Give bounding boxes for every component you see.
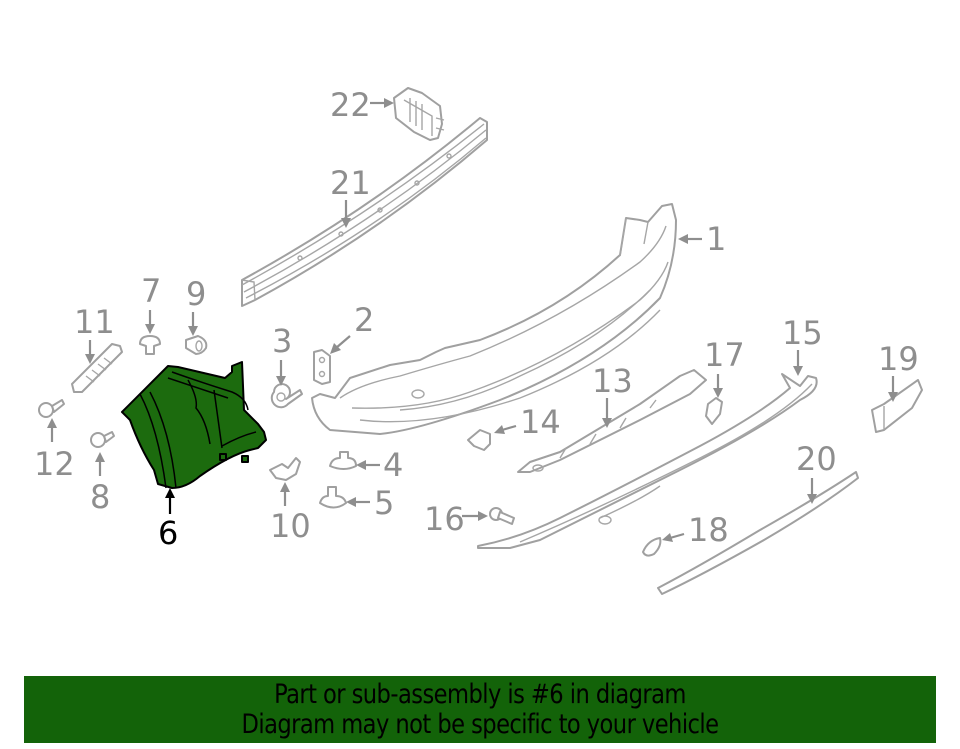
callout-4[interactable]: 4 xyxy=(356,446,403,484)
callout-16[interactable]: 16 xyxy=(424,500,488,538)
part-20-trim-molding[interactable] xyxy=(657,471,859,595)
callout-6[interactable]: 6 xyxy=(158,488,178,552)
callout-10[interactable]: 10 xyxy=(270,482,311,545)
callout-18[interactable]: 18 xyxy=(662,511,729,549)
svg-text:22: 22 xyxy=(330,86,371,124)
callout-17[interactable]: 17 xyxy=(704,336,745,398)
part-6-end-cap-highlighted[interactable] xyxy=(121,361,267,489)
part-22-absorber-bracket[interactable] xyxy=(393,87,445,141)
banner-line-1: Part or sub-assembly is #6 in diagram xyxy=(274,679,686,710)
callout-20[interactable]: 20 xyxy=(796,440,837,504)
svg-text:20: 20 xyxy=(796,440,837,478)
callout-7[interactable]: 7 xyxy=(141,272,161,334)
svg-text:1: 1 xyxy=(706,220,726,258)
svg-text:2: 2 xyxy=(354,301,374,339)
part-18-tow-hook-cover[interactable] xyxy=(642,537,662,557)
callout-12[interactable]: 12 xyxy=(34,418,75,483)
part-9-grommet[interactable] xyxy=(185,335,208,355)
callout-3[interactable]: 3 xyxy=(272,322,292,386)
svg-text:19: 19 xyxy=(878,340,919,378)
callout-13[interactable]: 13 xyxy=(592,362,633,428)
part-7-clip[interactable] xyxy=(139,335,161,355)
svg-text:5: 5 xyxy=(374,484,394,522)
callout-8[interactable]: 8 xyxy=(90,452,110,516)
callout-14[interactable]: 14 xyxy=(494,403,561,441)
banner-line-2: Diagram may not be specific to your vehi… xyxy=(241,709,720,740)
svg-text:6: 6 xyxy=(158,514,178,552)
svg-text:13: 13 xyxy=(592,362,633,400)
svg-text:21: 21 xyxy=(330,164,371,202)
parts-diagram: 22 21 1 2 xyxy=(34,86,923,595)
part-10-bracket-clip[interactable] xyxy=(269,457,301,481)
callout-22[interactable]: 22 xyxy=(330,86,394,124)
part-8-screw[interactable] xyxy=(90,431,115,448)
svg-text:3: 3 xyxy=(272,322,292,360)
part-4-nut[interactable] xyxy=(329,451,357,470)
part-2-bracket[interactable] xyxy=(313,349,331,385)
part-13-reinforcement[interactable] xyxy=(517,369,707,473)
part-5-stud-nut[interactable] xyxy=(319,486,347,509)
callout-1[interactable]: 1 xyxy=(678,220,726,258)
part-15-lower-valance[interactable] xyxy=(477,373,818,549)
svg-text:10: 10 xyxy=(270,507,311,545)
callout-21[interactable]: 21 xyxy=(330,164,371,228)
callout-15[interactable]: 15 xyxy=(782,314,823,376)
svg-text:12: 12 xyxy=(34,445,75,483)
part-12-screw[interactable] xyxy=(38,399,65,418)
part-17-clip[interactable] xyxy=(705,397,723,425)
part-3-bolt[interactable] xyxy=(270,383,303,409)
part-16-bolt[interactable] xyxy=(489,507,515,525)
callout-19[interactable]: 19 xyxy=(878,340,919,402)
part-11-retainer[interactable] xyxy=(71,343,123,393)
svg-text:18: 18 xyxy=(688,511,729,549)
svg-text:17: 17 xyxy=(704,336,745,374)
part-21-impact-bar[interactable] xyxy=(241,117,488,307)
svg-text:16: 16 xyxy=(424,500,465,538)
svg-text:14: 14 xyxy=(520,403,561,441)
callout-2[interactable]: 2 xyxy=(330,301,374,354)
part-1-bumper-cover[interactable] xyxy=(311,203,677,435)
part-19-reflector[interactable] xyxy=(871,379,923,433)
svg-text:9: 9 xyxy=(186,275,206,313)
callout-9[interactable]: 9 xyxy=(186,275,206,336)
callout-11[interactable]: 11 xyxy=(74,303,115,364)
svg-text:11: 11 xyxy=(74,303,115,341)
part-14-clip[interactable] xyxy=(467,429,491,451)
svg-text:15: 15 xyxy=(782,314,823,352)
callout-5[interactable]: 5 xyxy=(346,484,394,522)
svg-text:4: 4 xyxy=(383,446,403,484)
svg-text:8: 8 xyxy=(90,478,110,516)
info-banner: Part or sub-assembly is #6 in diagram Di… xyxy=(24,676,936,743)
svg-text:7: 7 xyxy=(141,272,161,310)
